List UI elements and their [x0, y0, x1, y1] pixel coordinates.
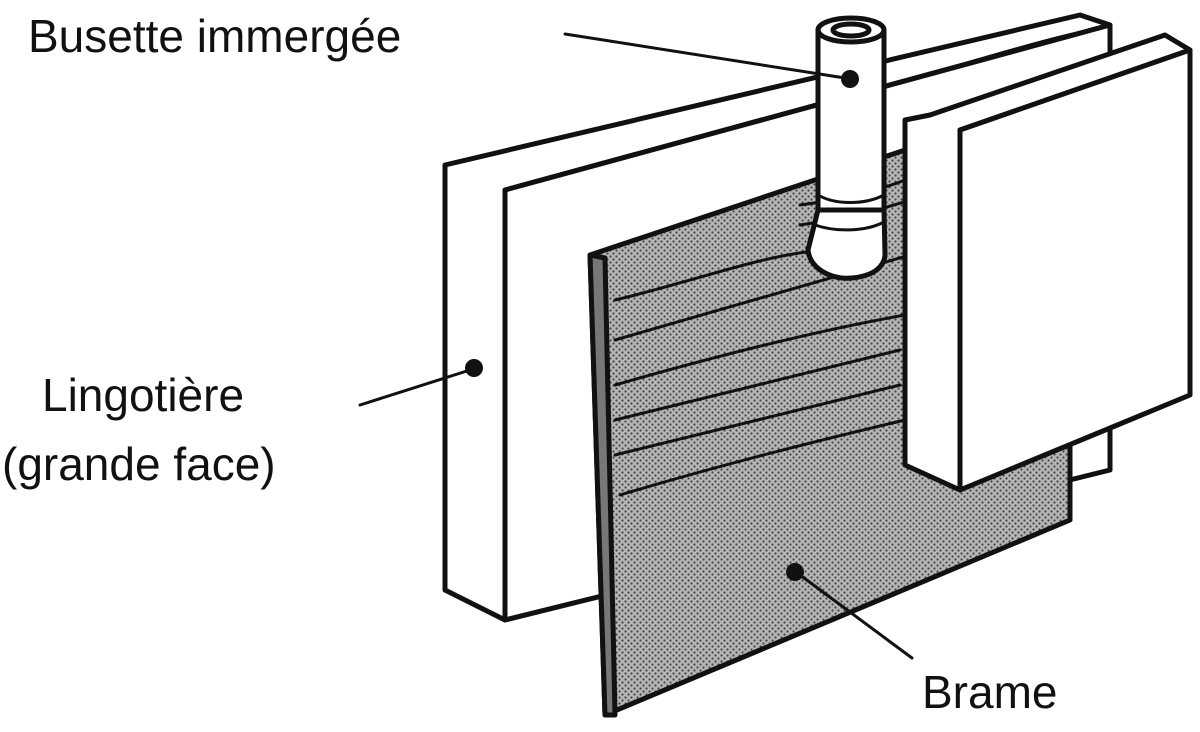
- mold-leader: [358, 359, 483, 407]
- mold-label-line1: Lingotière: [42, 369, 244, 421]
- slab-label: Brame: [922, 666, 1057, 718]
- nozzle-label: Busette immergée: [28, 10, 401, 62]
- mold-label-line2: (grande face): [2, 438, 276, 490]
- submerged-nozzle: [805, 15, 888, 281]
- nozzle-leader: [563, 32, 859, 88]
- slab-leader: [786, 563, 914, 660]
- mold-front-block: [902, 32, 1193, 493]
